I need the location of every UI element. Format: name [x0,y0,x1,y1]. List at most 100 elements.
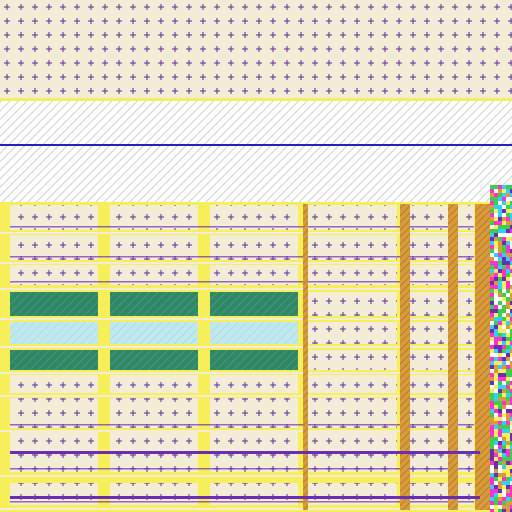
strip-pixel [498,185,502,189]
strip-pixel [506,289,510,293]
strip-pixel [502,253,506,257]
strip-pixel [510,253,512,257]
strip-pixel [506,193,510,197]
strip-pixel [502,361,506,365]
strip-pixel [510,257,512,261]
strip-pixel [494,329,498,333]
strip-pixel [506,321,510,325]
hatched-band [0,101,512,202]
row-gap [0,288,512,290]
strip-pixel [510,381,512,385]
strip-pixel [498,213,502,217]
strip-pixel [502,289,506,293]
grid-cell [10,322,98,344]
cell-wire [10,424,474,426]
strip-pixel [510,245,512,249]
strip-pixel [494,277,498,281]
via-column [400,204,410,510]
strip-pixel [494,349,498,353]
strip-pixel [498,261,502,265]
strip-pixel [494,265,498,269]
grid-cell [210,205,298,230]
strip-pixel [506,489,510,493]
strip-pixel [506,381,510,385]
strip-pixel [502,385,506,389]
grid-cell [410,398,450,428]
strip-pixel [494,285,498,289]
strip-pixel [502,461,506,465]
strip-pixel [502,477,506,481]
grid-cell [305,350,397,370]
strip-pixel [506,397,510,401]
strip-pixel [502,277,506,281]
strip-pixel [498,433,502,437]
strip-pixel [494,221,498,225]
strip-pixel [490,369,494,373]
strip-pixel [490,465,494,469]
strip-pixel [498,253,502,257]
grid-cell [410,265,450,285]
strip-pixel [502,269,506,273]
strip-pixel [490,417,494,421]
strip-pixel [506,313,510,317]
strip-pixel [502,329,506,333]
strip-pixel [506,189,510,193]
strip-pixel [510,453,512,457]
strip-pixel [490,453,494,457]
strip-pixel [490,393,494,397]
strip-pixel [506,501,510,505]
strip-pixel [502,321,506,325]
strip-pixel [490,365,494,369]
row-gap [0,508,512,510]
strip-pixel [494,477,498,481]
grid-cell [210,265,298,285]
strip-pixel [498,241,502,245]
strip-pixel [502,401,506,405]
strip-pixel [498,493,502,497]
strip-pixel [510,201,512,205]
strip-pixel [506,245,510,249]
strip-pixel [494,273,498,277]
strip-pixel [490,501,494,505]
strip-pixel [498,437,502,441]
row-gap [0,318,512,320]
grid-cell [410,292,450,316]
grid-cell [110,483,198,505]
strip-pixel [510,357,512,361]
strip-pixel [502,417,506,421]
strip-pixel [506,285,510,289]
strip-pixel [506,437,510,441]
strip-pixel [502,233,506,237]
strip-pixel [510,437,512,441]
strip-pixel [502,197,506,201]
strip-pixel [498,237,502,241]
strip-pixel [502,345,506,349]
strip-pixel [494,241,498,245]
grid-cell [305,265,397,285]
strip-pixel [510,489,512,493]
strip-pixel [494,365,498,369]
strip-pixel [494,353,498,357]
strip-pixel [506,485,510,489]
strip-pixel [506,185,510,189]
top-region-border [0,98,512,101]
strip-pixel [490,497,494,501]
strip-pixel [490,185,494,189]
strip-pixel [498,193,502,197]
strip-pixel [506,209,510,213]
strip-pixel [498,301,502,305]
strip-pixel [498,501,502,505]
strip-pixel [498,345,502,349]
strip-pixel [490,201,494,205]
strip-pixel [510,425,512,429]
strip-pixel [490,237,494,241]
grid-cell [410,483,450,505]
grid-cell [10,398,98,428]
strip-pixel [498,485,502,489]
grid-cell [305,375,397,393]
strip-pixel [494,465,498,469]
strip-pixel [510,209,512,213]
metal-rail [10,451,480,454]
strip-pixel [506,225,510,229]
